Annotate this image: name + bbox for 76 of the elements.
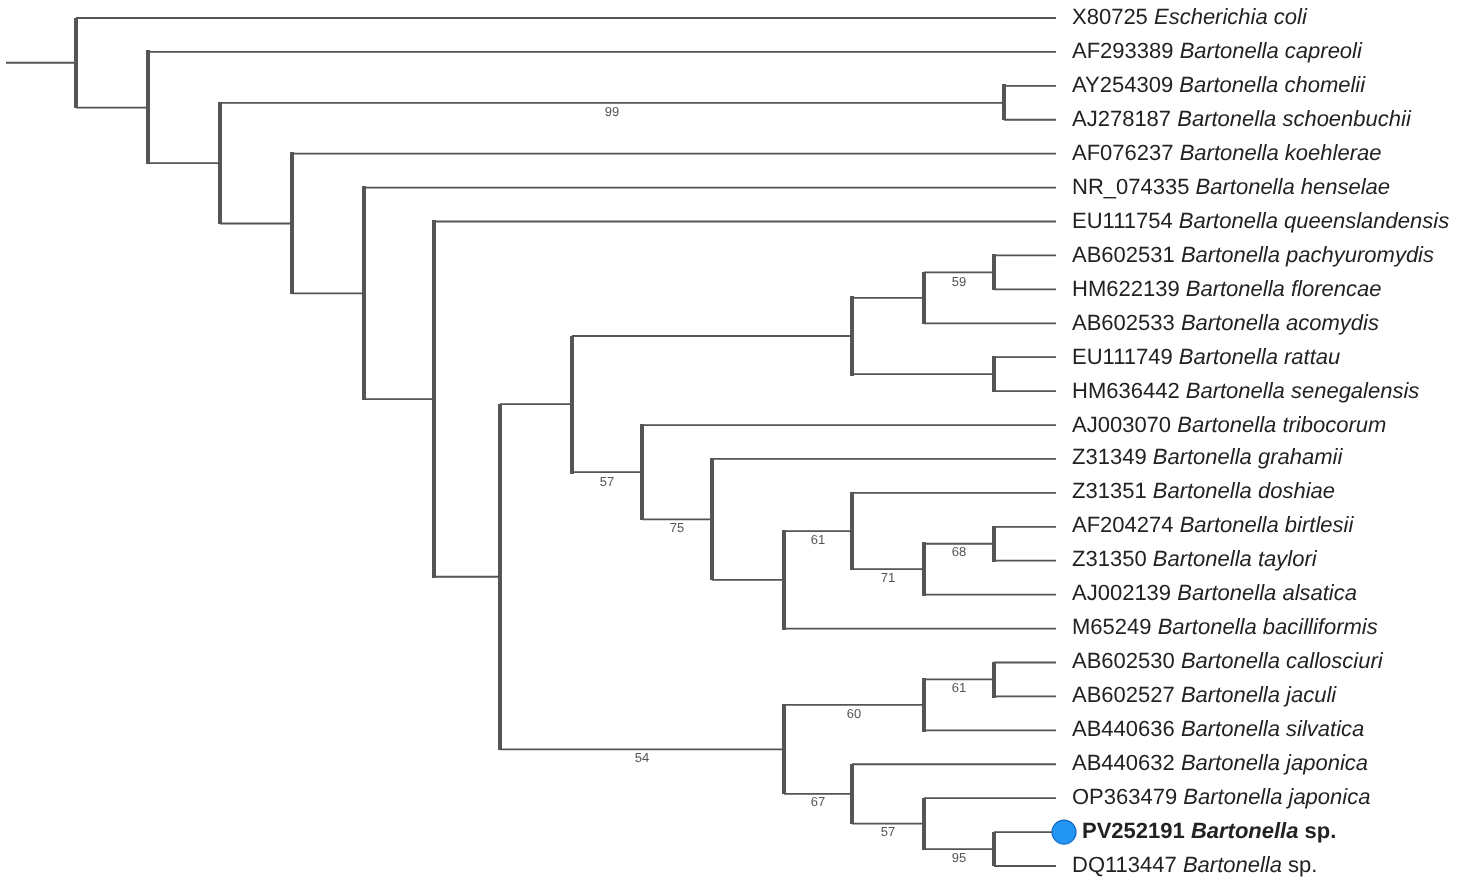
taxon-label: M65249 Bartonella bacilliformis	[1056, 614, 1378, 643]
taxon-label: EU111754 Bartonella queenslandensis	[1056, 207, 1450, 236]
taxon-label: AF293389 Bartonella capreoli	[1056, 37, 1362, 66]
tree-branch	[993, 356, 1057, 359]
taxon-label: HM622139 Bartonella florencae	[1056, 275, 1382, 304]
taxon-label: AY254309 Bartonella chomelii	[1056, 71, 1366, 100]
taxon-label: Z31350 Bartonella taylori	[1056, 546, 1317, 575]
tree-branch	[641, 518, 713, 521]
tree-branch	[433, 575, 501, 578]
tree-branch	[851, 763, 1057, 766]
tree-branch	[291, 292, 365, 295]
taxon-label: AF204274 Bartonella birtlesii	[1056, 512, 1354, 541]
tree-branch	[923, 729, 1057, 732]
tree-branch	[711, 458, 1057, 460]
tree-branch	[433, 220, 1057, 223]
tree-branch	[923, 797, 1057, 800]
tree-branch	[923, 848, 995, 850]
taxon-label: NR_074335 Bartonella henselae	[1056, 173, 1391, 202]
taxon-label: AJ002139 Bartonella alsatica	[1056, 580, 1357, 609]
tree-branch	[75, 17, 1057, 19]
tree-branch	[363, 398, 435, 401]
tree-branch	[923, 271, 995, 274]
tree-branch	[993, 390, 1057, 392]
tree-branch	[147, 51, 1057, 53]
tree-branch	[219, 101, 1005, 104]
tree-branch	[291, 152, 1057, 155]
taxon-label: EU111749 Bartonella rattau	[1056, 343, 1341, 372]
tree-branch	[571, 471, 643, 474]
taxon-label: Z31351 Bartonella doshiae	[1056, 478, 1335, 507]
taxon-label: AB602533 Bartonella acomydis	[1056, 309, 1379, 338]
taxon-label: AB440632 Bartonella japonica	[1056, 750, 1369, 779]
tree-branch	[851, 492, 1057, 494]
tree-branch	[923, 322, 1057, 325]
tree-branch	[851, 568, 925, 571]
tree-branch	[851, 822, 925, 825]
tree-branch	[711, 578, 785, 581]
tree-branch	[993, 288, 1057, 291]
tree-branch	[783, 627, 1057, 630]
taxon-label: AB602527 Bartonella jaculi	[1056, 682, 1337, 711]
taxon-label: AB602531 Bartonella pachyuromydis	[1056, 241, 1435, 270]
tree-branch	[993, 525, 1057, 528]
tree-branch	[363, 186, 1057, 189]
tree-branch	[923, 678, 995, 681]
tree-branch	[923, 593, 1057, 596]
tree-branch	[147, 162, 221, 165]
tree-branch	[1003, 118, 1057, 121]
tree-branch	[499, 403, 573, 405]
taxon-label: AB602530 Bartonella callosciuri	[1056, 648, 1383, 677]
tree-branch	[993, 661, 1057, 664]
taxon-label: AJ278187 Bartonella schoenbuchii	[1056, 105, 1411, 134]
tree-branch	[851, 296, 925, 299]
taxon-label: AJ003070 Bartonella tribocorum	[1056, 411, 1387, 440]
tree-branch	[993, 254, 1057, 257]
tree-branch	[993, 559, 1057, 562]
tree-branch	[851, 373, 995, 376]
taxon-label: HM636442 Bartonella senegalensis	[1056, 377, 1420, 406]
tree-branch	[219, 222, 293, 225]
taxon-label: AF076237 Bartonella koehlerae	[1056, 139, 1382, 168]
tree-branch	[5, 61, 77, 64]
tree-branch	[993, 695, 1057, 698]
taxon-label: AB440636 Bartonella silvatica	[1056, 716, 1365, 745]
tree-branch	[783, 530, 853, 532]
tree-branch	[783, 704, 925, 706]
tree-branch	[993, 865, 1057, 867]
taxon-label: X80725 Escherichia coli	[1056, 4, 1307, 32]
taxon-label: OP363479 Bartonella japonica	[1056, 784, 1371, 813]
tree-branch	[1003, 84, 1057, 87]
taxon-label: Z31349 Bartonella grahamii	[1056, 444, 1343, 473]
tree-branch	[923, 542, 995, 545]
tree-branch	[75, 106, 149, 109]
tree-branch	[641, 424, 1057, 426]
tree-branch	[783, 793, 853, 795]
tree-branch	[571, 335, 853, 337]
taxon-label: DQ113447 Bartonella sp.	[1056, 852, 1318, 880]
tree-branch	[499, 748, 785, 751]
taxon-label: PV252191 Bartonella sp.	[1056, 818, 1337, 847]
